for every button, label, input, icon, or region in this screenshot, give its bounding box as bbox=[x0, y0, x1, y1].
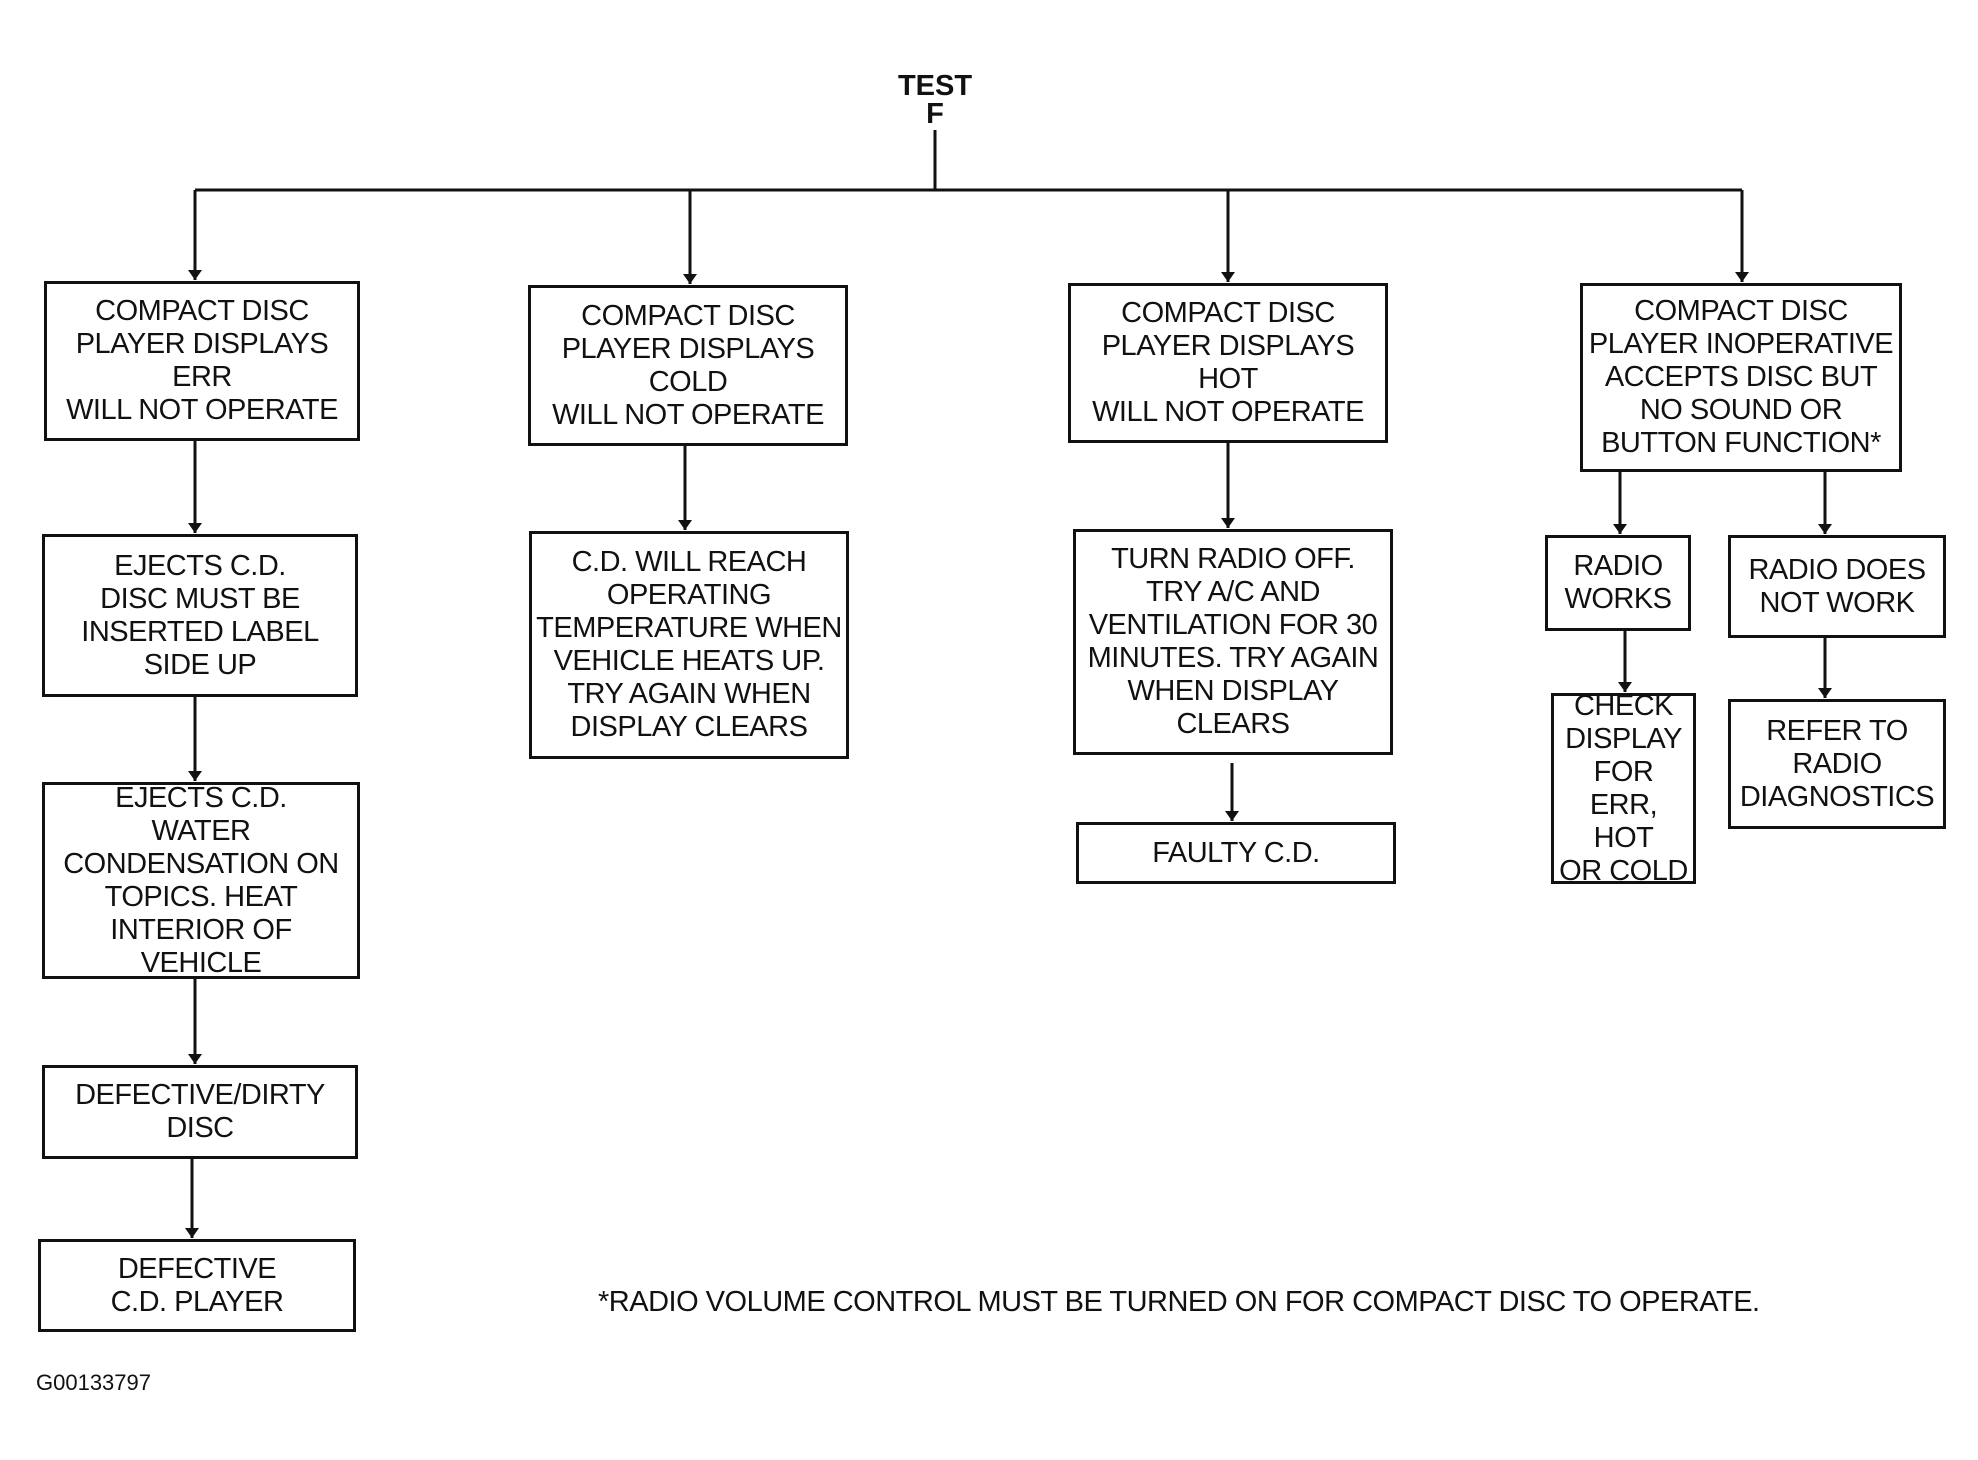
footnote: *RADIO VOLUME CONTROL MUST BE TURNED ON … bbox=[598, 1286, 1760, 1318]
node-refer-radio-diagnostics: REFER TO RADIO DIAGNOSTICS bbox=[1728, 699, 1946, 829]
node-hot-will-not-operate: COMPACT DISC PLAYER DISPLAYS HOT WILL NO… bbox=[1068, 283, 1388, 443]
node-inoperative-accepts-disc: COMPACT DISC PLAYER INOPERATIVE ACCEPTS … bbox=[1580, 283, 1902, 472]
node-defective-dirty-disc: DEFECTIVE/DIRTY DISC bbox=[42, 1065, 358, 1159]
node-turn-radio-off: TURN RADIO OFF. TRY A/C AND VENTILATION … bbox=[1073, 529, 1393, 755]
node-check-display: CHECK DISPLAY FOR ERR, HOT OR COLD bbox=[1551, 690, 1696, 887]
node-defective-cd-player: DEFECTIVE C.D. PLAYER bbox=[38, 1239, 356, 1332]
node-faulty-cd: FAULTY C.D. bbox=[1076, 822, 1396, 884]
node-radio-does-not-work: RADIO DOES NOT WORK bbox=[1728, 535, 1946, 638]
node-err-will-not-operate: COMPACT DISC PLAYER DISPLAYS ERR WILL NO… bbox=[44, 281, 360, 441]
node-ejects-label-side-up: EJECTS C.D. DISC MUST BE INSERTED LABEL … bbox=[42, 534, 358, 697]
figure-id: G00133797 bbox=[36, 1370, 151, 1395]
diagram-title: TEST F bbox=[897, 70, 973, 130]
node-water-condensation: EJECTS C.D. WATER CONDENSATION ON TOPICS… bbox=[42, 782, 360, 979]
node-cold-will-not-operate: COMPACT DISC PLAYER DISPLAYS COLD WILL N… bbox=[528, 285, 848, 446]
node-operating-temperature: C.D. WILL REACH OPERATING TEMPERATURE WH… bbox=[529, 531, 849, 759]
node-radio-works: RADIO WORKS bbox=[1545, 535, 1691, 631]
